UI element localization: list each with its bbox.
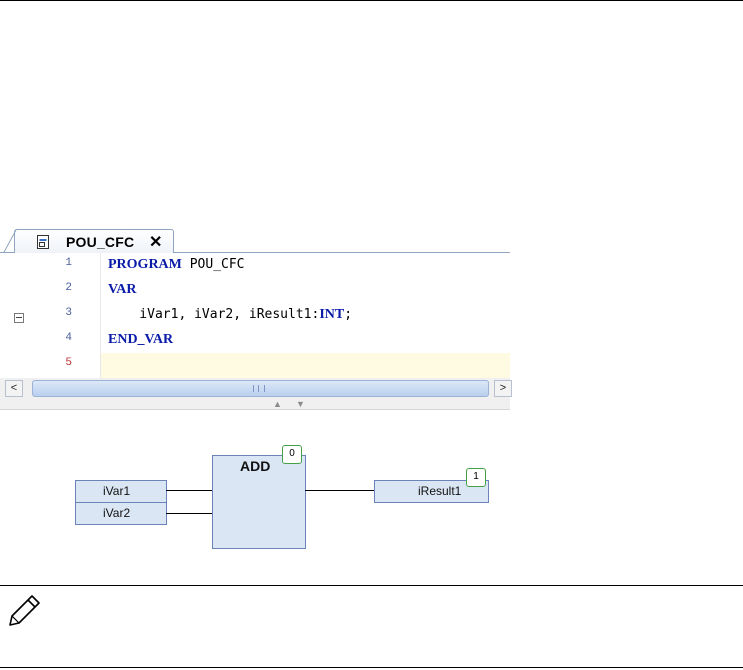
input-box-ivar1[interactable]: iVar1 — [75, 480, 167, 503]
code-line[interactable]: 4 END_VAR — [0, 328, 510, 353]
keyword: VAR — [108, 282, 137, 297]
grip-icon — [253, 385, 265, 392]
line-number: 1 — [65, 257, 72, 269]
code-text: POU_CFC — [181, 257, 245, 272]
output-box-iresult1[interactable]: iResult1 — [374, 480, 489, 503]
execution-order-badge: 0 — [282, 445, 302, 464]
horizontal-scrollbar[interactable]: < > — [0, 378, 512, 397]
block-label: ADD — [240, 458, 271, 474]
note-top-rule — [0, 585, 743, 586]
connection-line — [305, 490, 374, 491]
input-label: iVar1 — [103, 484, 131, 498]
splitter-line — [0, 409, 510, 410]
top-rule — [0, 0, 743, 1]
tab-pou-cfc[interactable]: POU_CFC ✕ — [3, 229, 174, 254]
execution-order-badge: 1 — [466, 468, 486, 487]
pencil-note-icon — [9, 595, 40, 626]
note-bottom-rule — [0, 667, 743, 668]
scroll-left-button[interactable]: < — [5, 380, 23, 397]
pou-document-icon — [37, 235, 49, 249]
collapse-down-icon[interactable]: ▼ — [296, 399, 305, 409]
connection-line — [166, 513, 212, 514]
close-icon[interactable]: ✕ — [149, 234, 163, 251]
code-text: ; — [344, 307, 353, 322]
tab-label: POU_CFC — [66, 234, 135, 250]
pane-splitter[interactable]: ▲ ▼ — [0, 397, 510, 409]
line-text: iVar1, iVar2, iResult1:INT; — [108, 307, 352, 323]
line-text: PROGRAM POU_CFC — [108, 257, 245, 273]
tab-bar: POU_CFC ✕ — [0, 225, 510, 254]
code-line[interactable]: 3 iVar1, iVar2, iResult1:INT; — [0, 303, 510, 328]
scroll-right-button[interactable]: > — [494, 380, 512, 397]
keyword: PROGRAM — [108, 257, 182, 272]
tab-bar-line — [0, 252, 510, 253]
gutter-separator — [100, 253, 101, 378]
connection-line — [166, 490, 212, 491]
input-box-ivar2[interactable]: iVar2 — [75, 502, 167, 525]
cfc-diagram[interactable]: iVar1 iVar2 ADD 0 iResult1 1 — [0, 410, 510, 550]
current-line-highlight — [101, 353, 510, 378]
keyword: INT — [319, 307, 345, 322]
declaration-editor[interactable]: 1 PROGRAM POU_CFC 2 VAR 3 iVar1, iVar2, … — [0, 253, 510, 378]
keyword: END_VAR — [108, 332, 174, 347]
code-text: iVar1, iVar2, iResult1: — [108, 307, 320, 322]
line-number: 5 — [65, 357, 72, 369]
scroll-thumb[interactable] — [32, 380, 489, 397]
line-number: 4 — [65, 332, 72, 344]
code-line[interactable]: 2 VAR — [0, 278, 510, 303]
line-text: END_VAR — [108, 332, 173, 348]
line-text: VAR — [108, 282, 137, 298]
output-label: iResult1 — [418, 484, 462, 498]
line-number: 2 — [65, 282, 72, 294]
collapse-up-icon[interactable]: ▲ — [273, 399, 282, 409]
input-label: iVar2 — [103, 506, 131, 520]
collapse-icon[interactable] — [14, 313, 24, 323]
code-line[interactable]: 1 PROGRAM POU_CFC — [0, 253, 510, 278]
cfc-editor: POU_CFC ✕ 1 PROGRAM POU_CFC 2 VAR 3 iVar… — [0, 225, 512, 550]
line-number: 3 — [65, 307, 72, 319]
tab-slant — [3, 230, 17, 254]
add-block[interactable]: ADD — [212, 455, 306, 549]
code-line[interactable]: 5 — [0, 353, 510, 378]
